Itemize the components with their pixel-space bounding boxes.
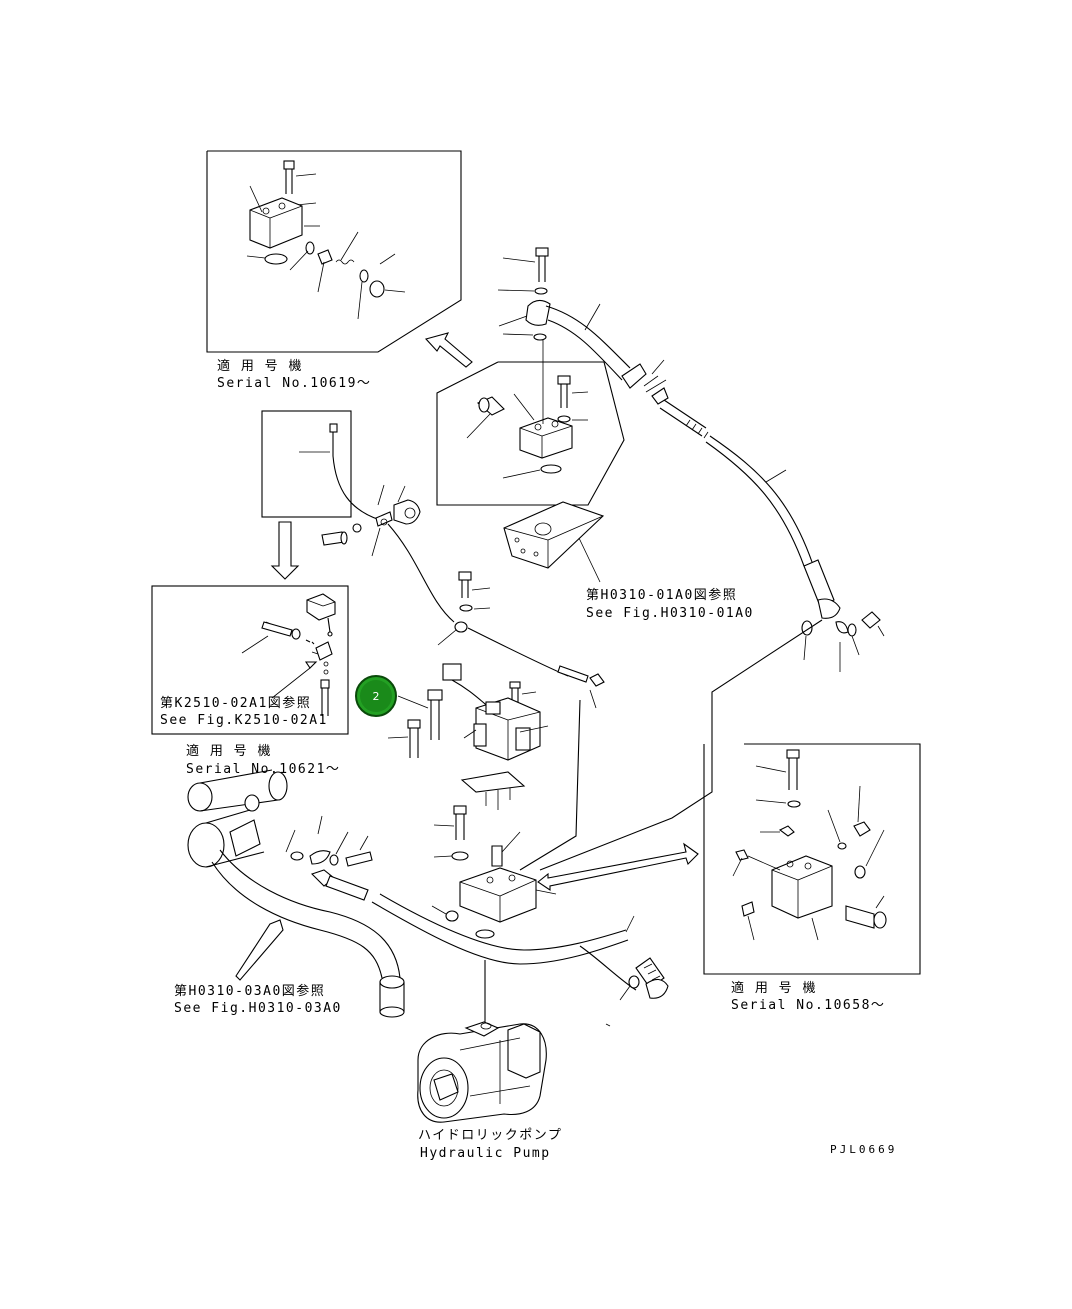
clamp-assembly <box>321 484 605 709</box>
fig-ref-k2510-jp: 第K2510-02A1図参照 <box>160 696 312 711</box>
pump-label: Hydraulic Pump <box>420 1146 551 1161</box>
serial-right-number: Serial No.10658～ <box>731 998 886 1013</box>
inset-top-left <box>206 150 462 353</box>
pump-label-jp: ハイドロリックポンプ <box>418 1128 563 1143</box>
serial-top-number: Serial No.10619～ <box>217 376 372 391</box>
callout-2[interactable]: 2 <box>355 675 397 717</box>
inset-k2510-top <box>261 410 381 580</box>
pipe-top-right <box>497 247 885 871</box>
hydraulic-pump <box>417 1021 547 1123</box>
valve-assembly <box>387 663 549 810</box>
fig-ref-03a0: See Fig.H0310-03A0 <box>174 1001 342 1016</box>
fig-ref-01a0: See Fig.H0310-01A0 <box>586 606 754 621</box>
arrow-to-top-left <box>424 332 473 368</box>
fig-ref-03a0-jp: 第H0310-03A0図参照 <box>174 984 326 999</box>
fig-ref-01a0-jp: 第H0310-01A0図参照 <box>586 588 738 603</box>
serial-top-jp: 適 用 号 機 <box>217 359 303 374</box>
inset-k2510 <box>151 585 349 735</box>
inset-right <box>703 743 921 975</box>
serial-right-jp: 適 用 号 機 <box>731 981 817 996</box>
inset-upper-center <box>436 340 625 506</box>
serial-left-number: Serial No.10621～ <box>186 762 341 777</box>
lower-block <box>431 699 699 1024</box>
drawing-code: PJL0669 <box>830 1143 898 1156</box>
fig-ref-k2510: See Fig.K2510-02A1 <box>160 713 328 728</box>
plate-01a0 <box>503 501 605 583</box>
serial-left-jp: 適 用 号 機 <box>186 744 272 759</box>
left-pipe <box>187 769 669 1027</box>
